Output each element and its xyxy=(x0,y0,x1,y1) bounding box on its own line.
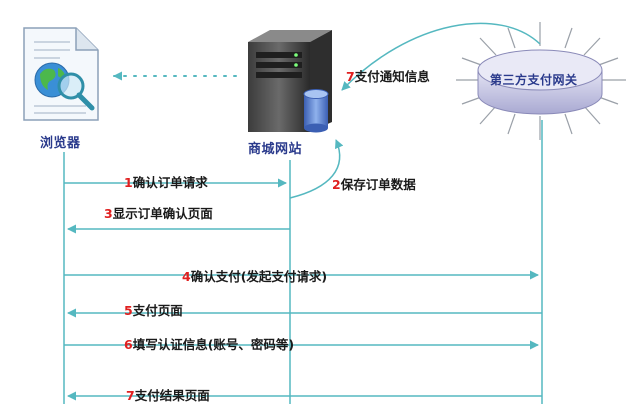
message-6-text: 填写认证信息(账号、密码等) xyxy=(132,337,295,352)
arrow-2-save-order xyxy=(289,139,344,199)
arrow-7-payment-notice xyxy=(341,22,541,91)
message-7-result-text: 支付结果页面 xyxy=(134,388,210,403)
message-2-number: 2 xyxy=(332,177,341,192)
gateway-icon xyxy=(456,22,626,140)
message-7-notice: 7支付通知信息 xyxy=(346,66,430,85)
message-1-number: 1 xyxy=(124,175,133,190)
message-4-number: 4 xyxy=(182,269,191,284)
message-4: 4确认支付(发起支付请求) xyxy=(182,266,327,285)
message-5-number: 5 xyxy=(124,303,133,318)
message-2-text: 保存订单数据 xyxy=(340,177,416,192)
message-5: 5支付页面 xyxy=(124,300,183,319)
mall-label: 商城网站 xyxy=(248,142,303,157)
message-3: 3显示订单确认页面 xyxy=(104,203,213,222)
message-1: 1确认订单请求 xyxy=(124,172,208,191)
message-1-text: 确认订单请求 xyxy=(132,175,208,190)
browser-label: 浏览器 xyxy=(40,136,81,151)
lifelines xyxy=(63,120,543,404)
message-3-text: 显示订单确认页面 xyxy=(112,206,213,221)
gateway-label: 第三方支付网关 xyxy=(490,73,578,87)
message-3-number: 3 xyxy=(104,206,113,221)
message-2: 2保存订单数据 xyxy=(332,174,416,193)
message-7-result: 7支付结果页面 xyxy=(126,385,210,404)
message-6: 6填写认证信息(账号、密码等) xyxy=(124,334,294,353)
browser-icon xyxy=(23,27,99,121)
message-5-text: 支付页面 xyxy=(132,303,183,318)
message-7-result-number: 7 xyxy=(126,388,135,403)
message-7-notice-text: 支付通知信息 xyxy=(354,69,430,84)
message-7-notice-number: 7 xyxy=(346,69,355,84)
message-4-text: 确认支付(发起支付请求) xyxy=(190,269,328,284)
database-icon xyxy=(303,89,329,133)
message-6-number: 6 xyxy=(124,337,133,352)
